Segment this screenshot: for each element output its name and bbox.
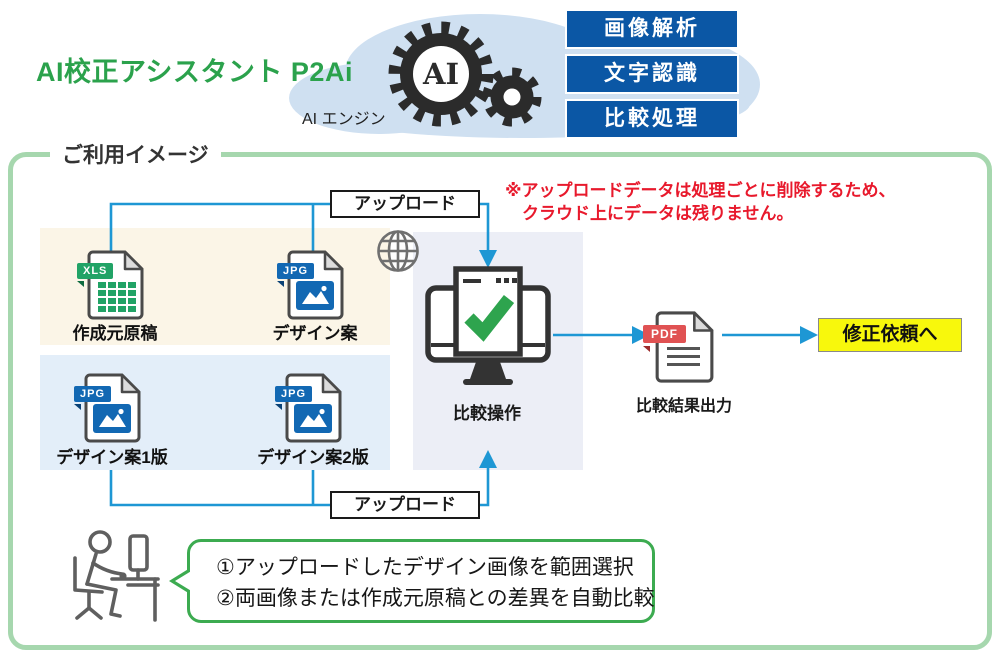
pdf-badge: PDF: [643, 325, 686, 343]
bubble-step-1: ①アップロードしたデザイン画像を範囲選択: [216, 556, 634, 579]
pdf-result-icon: PDF: [643, 310, 716, 384]
fix-request-box: 修正依頼へ: [818, 318, 962, 352]
feature-compare-processing: 比較処理: [565, 99, 739, 139]
compare-monitor-icon: [425, 266, 551, 385]
ai-gear-icon: AI: [388, 21, 542, 127]
xls-file-icon: XLS: [77, 250, 146, 320]
upload-box-top: アップロード: [330, 190, 480, 218]
bubble-step-2: ②両画像または作成元原稿との差異を自動比較: [216, 587, 655, 610]
jpg-design-icon: JPG: [277, 250, 346, 320]
notice-line-2: クラウド上にデータは残りません。: [522, 204, 794, 223]
usage-frame: [8, 152, 992, 650]
feature-text-recognition: 文字認識: [565, 54, 739, 94]
instruction-bubble: ①アップロードしたデザイン画像を範囲選択 ②両画像または作成元原稿との差異を自動…: [169, 539, 655, 623]
source-file-label: 作成元原稿: [72, 324, 158, 343]
feature-list: 画像解析 文字認識 比較処理: [565, 9, 739, 144]
section-label: ご利用イメージ: [50, 139, 221, 169]
operator-person-icon: [73, 530, 160, 622]
xls-badge-flap: [77, 281, 84, 287]
design-file-label: デザイン案: [272, 324, 358, 343]
page-title: AI校正アシスタント P2Ai: [36, 57, 353, 87]
result-label: 比較結果出力: [635, 398, 732, 415]
notice-line-1: ※アップロードデータは処理ごとに削除するため、: [505, 181, 896, 200]
ai-engine-label: AI エンジン: [302, 111, 386, 128]
data-deletion-notice: ※アップロードデータは処理ごとに削除するため、 クラウド上にデータは残りません。: [505, 179, 896, 225]
spreadsheet-grid: [98, 282, 136, 312]
checkmark-icon: [464, 294, 515, 342]
bubble-pointer-inner: [175, 570, 193, 592]
design-v1-label: デザイン案1版: [56, 448, 168, 467]
pdf-badge-flap: [643, 346, 650, 352]
jpg-design-v1-icon: JPG: [74, 373, 143, 443]
upload-box-bottom: アップロード: [330, 491, 480, 519]
globe-icon: [377, 230, 419, 272]
feature-image-analysis: 画像解析: [565, 9, 739, 49]
jpg-badge: JPG: [74, 386, 112, 402]
ai-gear-text: AI: [422, 57, 459, 91]
document-lines: [667, 347, 700, 371]
image-glyph: [294, 404, 332, 438]
image-glyph: [296, 281, 334, 315]
design-v2-label: デザイン案2版: [257, 448, 369, 467]
xls-badge: XLS: [77, 263, 114, 279]
jpg-badge: JPG: [277, 263, 315, 279]
compare-label: 比較操作: [453, 404, 521, 423]
jpg-badge: JPG: [275, 386, 313, 402]
jpg-design-v2-icon: JPG: [275, 373, 344, 443]
jpg-badge-flap: [275, 404, 282, 410]
jpg-badge-flap: [74, 404, 81, 410]
jpg-badge-flap: [277, 281, 284, 287]
image-glyph: [93, 404, 131, 438]
